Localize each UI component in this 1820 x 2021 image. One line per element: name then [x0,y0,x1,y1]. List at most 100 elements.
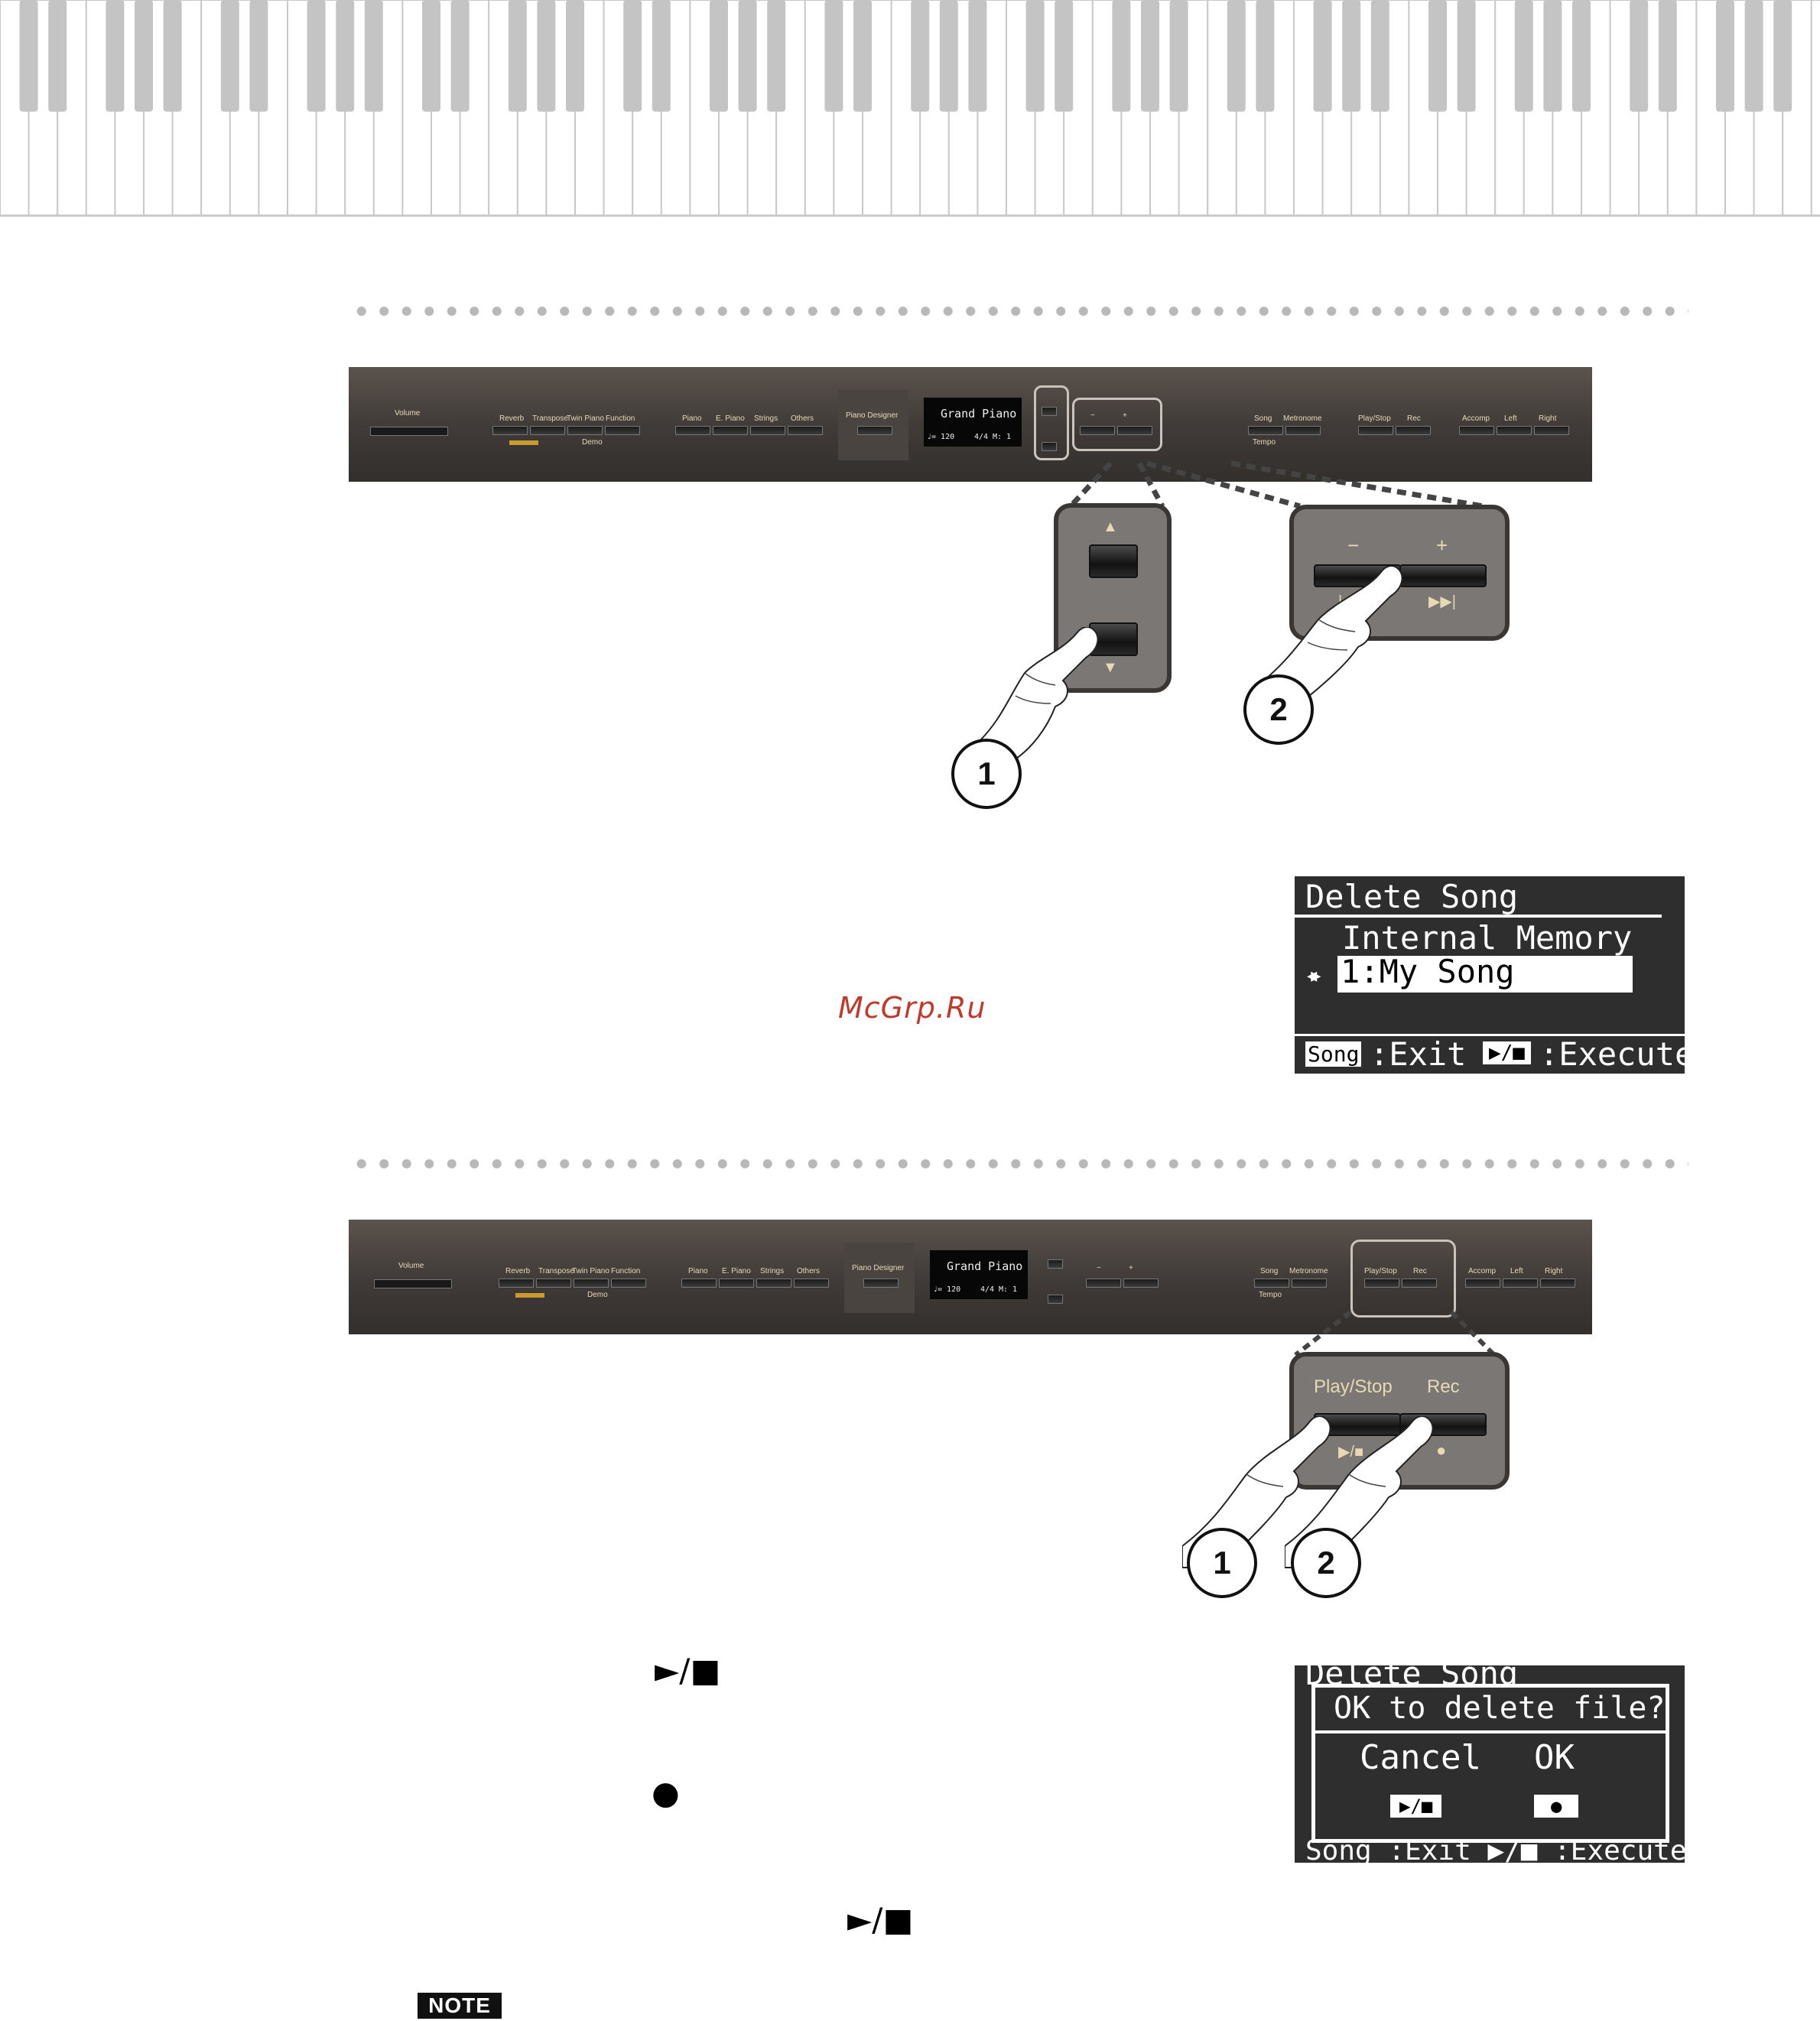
black-key [220,0,239,112]
black-key [738,0,757,112]
rec-button[interactable] [1396,426,1431,435]
function-button[interactable] [605,426,640,435]
minus-button[interactable] [1080,426,1115,435]
plus-button-2[interactable] [1123,1279,1159,1288]
epiano-label: E. Piano [716,414,745,423]
transpose-button[interactable] [530,426,565,435]
metronome-button[interactable] [1285,426,1321,435]
demo-label: Demo [582,438,603,447]
note-badge: NOTE [418,1993,502,2019]
rec-button-2[interactable] [1402,1279,1437,1288]
strings-button[interactable] [750,426,785,435]
black-key [106,0,125,112]
minus-button-2[interactable] [1086,1279,1121,1288]
zoom-play-stop-label: Play/Stop [1314,1376,1393,1397]
play-stop-symbol-2: ►/■ [847,1901,914,1938]
left-label-2: Left [1510,1267,1523,1275]
plus-label-2: + [1129,1264,1133,1272]
ok-option[interactable]: OK [1534,1738,1575,1777]
piano-label: Piano [682,414,702,423]
zoom-plus-label: + [1436,534,1448,557]
plus-button[interactable] [1117,426,1152,435]
record-icon: ● [1436,1441,1447,1460]
volume-slider[interactable] [370,427,448,436]
reverb-button-2[interactable] [499,1279,534,1288]
right-label: Right [1539,414,1557,423]
cursor-down-button[interactable] [1042,442,1057,451]
black-key [249,0,268,112]
piano-button[interactable] [675,426,710,435]
volume-label-2: Volume [398,1262,424,1270]
cancel-key-icon: ▶/■ [1390,1795,1442,1818]
screen1-selected-row[interactable] [1337,956,1633,993]
left-button[interactable] [1497,426,1532,435]
right-label-2: Right [1545,1267,1563,1275]
control-panel-2: Volume Reverb Transpose Twin Piano Funct… [349,1220,1592,1334]
watermark-text: McGrp.Ru [838,991,986,1025]
black-key [710,0,728,112]
volume-slider-2[interactable] [374,1279,452,1288]
zoom-up-button[interactable] [1089,544,1138,578]
screen1-location: Internal Memory [1342,919,1633,957]
accomp-label: Accomp [1462,414,1490,423]
song-button[interactable] [1248,426,1283,435]
song-button-2[interactable] [1254,1279,1289,1288]
zoom-plus-button[interactable] [1399,564,1487,587]
piano-designer-button[interactable] [857,426,892,435]
twin-piano-label: Twin Piano [567,414,604,423]
black-key [911,0,930,112]
twin-piano-button-2[interactable] [574,1279,609,1288]
black-key [1025,0,1045,112]
lcd-tone-name: Grand Piano [941,407,1017,421]
black-key [1773,0,1792,112]
function-button-2[interactable] [611,1279,646,1288]
accomp-button-2[interactable] [1465,1279,1500,1288]
cursor-up-button[interactable] [1042,407,1057,416]
piano-designer-button-2[interactable] [863,1279,899,1288]
others-button[interactable] [788,426,823,435]
confirm-dialog: OK to delete file? Cancel OK ▶/■ ● [1311,1684,1669,1843]
epiano-button[interactable] [713,426,748,435]
step-callout-2: 2 [1243,674,1314,745]
epiano-button-2[interactable] [719,1279,754,1288]
cancel-option[interactable]: Cancel [1360,1738,1481,1777]
black-key [566,0,584,112]
metronome-button-2[interactable] [1292,1279,1327,1288]
black-key [1543,0,1562,112]
transpose-label-2: Transpose [538,1267,574,1275]
play-stop-button[interactable] [1358,426,1393,435]
piano-designer-box-2 [844,1243,915,1313]
accomp-label-2: Accomp [1468,1267,1497,1275]
piano-button-2[interactable] [681,1279,717,1288]
left-button-2[interactable] [1503,1279,1538,1288]
black-key [364,0,383,112]
strings-button-2[interactable] [756,1279,791,1288]
zoom-minus-label: − [1347,534,1360,557]
reverb-label: Reverb [499,414,525,423]
black-key [1112,0,1131,112]
transpose-button-2[interactable] [536,1279,571,1288]
black-key [824,0,843,112]
cursor-up-button-2[interactable] [1048,1259,1063,1269]
play-stop-symbol-1: ►/■ [655,1652,721,1689]
black-key [652,0,671,112]
screen1-title-underline [1295,915,1662,918]
zoom-connectors-1 [1068,460,1484,509]
black-key [1055,0,1074,112]
cursor-down-button-2[interactable] [1048,1295,1063,1304]
black-key [1169,0,1188,112]
lcd-measure: M: 1 [993,433,1012,441]
black-key [48,0,67,112]
accomp-button[interactable] [1459,426,1494,435]
lcd-screen-confirm-delete: Delete Song Song :Exit ▶/■ :Execute OK t… [1295,1665,1685,1863]
black-key [1428,0,1447,112]
play-stop-button-2[interactable] [1364,1279,1399,1288]
reverb-button[interactable] [492,426,528,435]
up-arrow-icon: ▲ [1103,518,1118,535]
others-button-2[interactable] [794,1279,829,1288]
step-callout-4: 2 [1291,1528,1361,1598]
right-button-2[interactable] [1540,1279,1575,1288]
twin-piano-button[interactable] [567,426,603,435]
black-key [1630,0,1649,112]
right-button[interactable] [1534,426,1569,435]
